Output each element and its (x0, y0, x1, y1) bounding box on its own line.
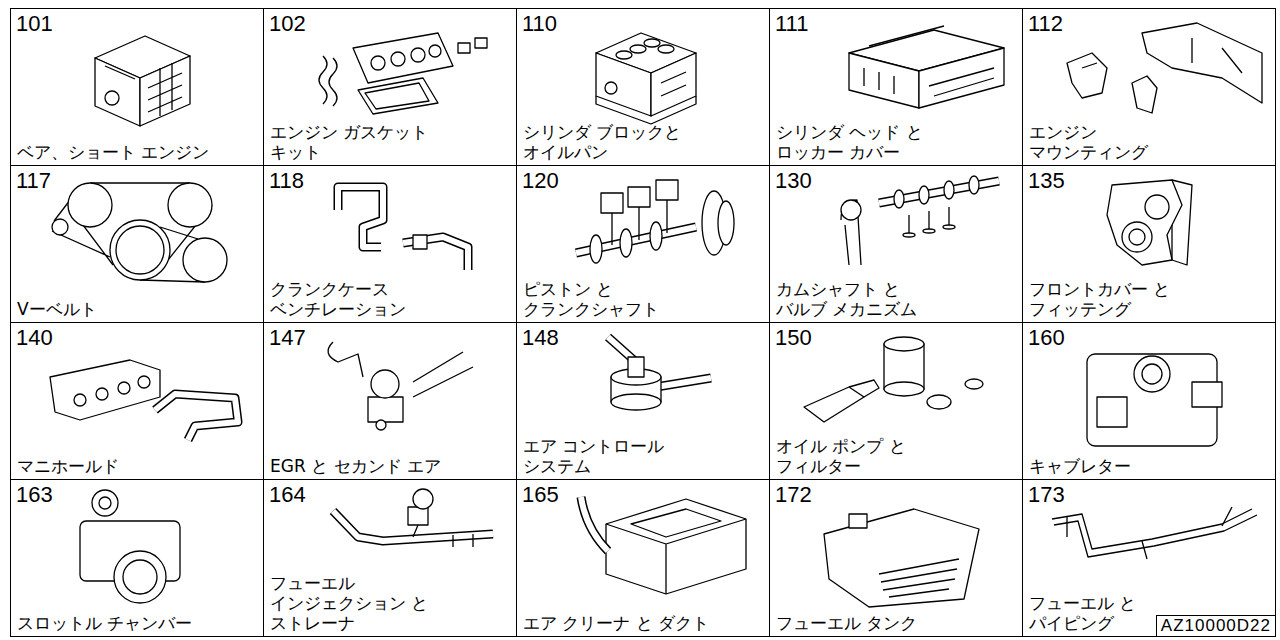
callout-number: 173 (1028, 483, 1065, 507)
part-group-name: エア クリーナ と ダクト (523, 613, 709, 633)
catalog-cell: 160 キャブレター (1022, 322, 1276, 480)
callout-number: 172 (775, 483, 812, 507)
air-control-illustration (608, 337, 711, 410)
part-group-name: ピストン と クランクシャフト (523, 279, 659, 319)
callout-number: 163 (16, 483, 53, 507)
callout-number: 110 (522, 12, 557, 36)
catalog-cell: 130 カムシャフト と バルブ メカニズム (769, 165, 1023, 323)
callout-number: 111 (775, 12, 808, 36)
catalog-cell: 147EGR と セカンド エア (263, 322, 517, 480)
part-group-name: フューエル タンク (776, 613, 917, 633)
part-group-name: EGR と セカンド エア (270, 456, 441, 476)
carburetor-illustration (1087, 354, 1222, 446)
part-group-name: エア コントロール システム (523, 436, 664, 476)
part-group-name: マニホールド (17, 456, 119, 476)
part-group-name: ベア、ショート エンジン (17, 142, 209, 162)
gasket-illustration (319, 33, 487, 114)
mounting-illustration (1067, 23, 1262, 113)
callout-number: 118 (269, 169, 304, 193)
catalog-cell: 172 フューエル タンク (769, 479, 1023, 637)
throttle-chamber-illustration (80, 490, 180, 603)
drawing-code: AZ10000D22 (1157, 616, 1275, 636)
drawing-code-box: AZ10000D22 (1156, 615, 1276, 637)
catalog-cell: 135 フロントカバー と フィッテング (1022, 165, 1276, 323)
piston-crank-illustration (576, 180, 734, 263)
manifold-illustration (50, 360, 238, 440)
catalog-cell: 150 オイル ポンプ と フィルター (769, 322, 1023, 480)
camshaft-illustration (841, 176, 999, 265)
callout-number: 135 (1028, 169, 1065, 193)
part-group-name: エンジン マウンティング (1029, 122, 1148, 162)
engine-illustration (95, 36, 190, 126)
callout-number: 112 (1028, 12, 1063, 36)
part-group-name: カムシャフト と バルブ メカニズム (776, 279, 917, 319)
catalog-cell: 101 ベア、ショート エンジン (10, 8, 264, 166)
fuel-tank-illustration (824, 509, 979, 607)
part-group-name: フューエル インジェクション と ストレーナ (270, 573, 428, 633)
part-group-name: エンジン ガスケット キット (270, 122, 428, 162)
catalog-cell: 112 エンジン マウンティング (1022, 8, 1276, 166)
callout-number: 150 (775, 326, 812, 350)
part-group-name: フューエル と パイピング (1029, 593, 1136, 633)
callout-number: 160 (1028, 326, 1065, 350)
catalog-cell: 120 ピストン と クランクシャフト (516, 165, 770, 323)
catalog-cell: 110 シリンダ ブロックと オイルパン (516, 8, 770, 166)
oil-pump-illustration (804, 337, 983, 422)
catalog-cell: 165 エア クリーナ と ダクト (516, 479, 770, 637)
catalog-cell: 102 エンジン ガスケット キット (263, 8, 517, 166)
egr-illustration (328, 342, 473, 430)
part-group-name: オイル ポンプ と フィルター (776, 436, 906, 476)
callout-number: 165 (522, 483, 559, 507)
callout-number: 101 (16, 12, 53, 36)
callout-number: 140 (16, 326, 53, 350)
callout-number: 164 (269, 483, 306, 507)
part-group-name: スロットル チャンバー (17, 613, 192, 633)
fuel-injection-illustration (333, 489, 493, 547)
catalog-cell: 118 クランクケース ベンチレーション (263, 165, 517, 323)
fuel-piping-illustration (1052, 507, 1257, 559)
callout-number: 147 (269, 326, 306, 350)
hose-illustration (338, 187, 468, 270)
catalog-cell: 164 フューエル インジェクション と ストレーナ (263, 479, 517, 637)
part-group-name: シリンダ ブロックと オイルパン (523, 122, 681, 162)
cylinder-head-illustration (849, 26, 1004, 108)
v-belt-illustration (52, 183, 227, 282)
part-group-name: シリンダ ヘッド と ロッカー カバー (776, 122, 923, 162)
catalog-cell: 173 フューエル と パイピング AZ10000D22 (1022, 479, 1276, 637)
catalog-cell: 117Vーベルト (10, 165, 264, 323)
callout-number: 148 (522, 326, 559, 350)
part-group-name: Vーベルト (17, 299, 97, 319)
catalog-cell: 163 スロットル チャンバー (10, 479, 264, 637)
callout-number: 130 (775, 169, 812, 193)
air-cleaner-illustration (581, 497, 746, 594)
part-group-name: クランクケース ベンチレーション (270, 279, 406, 319)
callout-number: 117 (16, 169, 51, 193)
part-group-name: フロントカバー と フィッテング (1029, 279, 1170, 319)
cylinder-block-illustration (596, 33, 696, 124)
catalog-cell: 140 マニホールド (10, 322, 264, 480)
callout-number: 120 (522, 169, 559, 193)
front-cover-illustration (1107, 180, 1192, 265)
catalog-cell: 111 シリンダ ヘッド と ロッカー カバー (769, 8, 1023, 166)
part-group-name: キャブレター (1029, 456, 1131, 476)
callout-number: 102 (269, 12, 306, 36)
catalog-cell: 148 エア コントロール システム (516, 322, 770, 480)
